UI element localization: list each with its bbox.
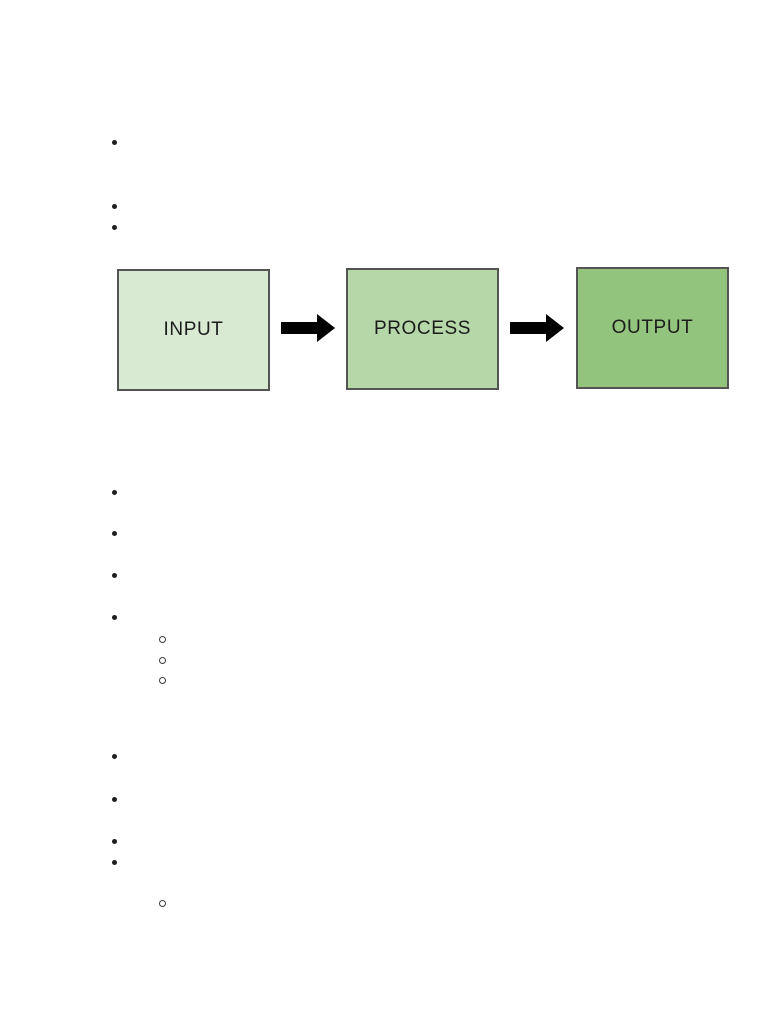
right-arrow-icon bbox=[281, 314, 335, 342]
bullet-marker bbox=[112, 797, 117, 802]
sub-bullet-marker bbox=[159, 657, 166, 664]
sub-bullet-marker bbox=[159, 636, 166, 643]
sub-bullet-marker bbox=[159, 900, 166, 907]
diagram-box-output-label: OUTPUT bbox=[611, 317, 694, 338]
bullet-marker bbox=[112, 573, 117, 578]
diagram-box-process: PROCESS bbox=[346, 268, 499, 390]
diagram-box-input-label: INPUT bbox=[163, 319, 224, 340]
diagram-box-process-label: PROCESS bbox=[373, 318, 472, 339]
right-arrow-shape bbox=[510, 314, 564, 342]
bullet-marker bbox=[112, 140, 117, 145]
bullet-marker bbox=[112, 754, 117, 759]
diagram-box-input: INPUT bbox=[117, 269, 270, 391]
bullet-marker bbox=[112, 490, 117, 495]
bullet-marker bbox=[112, 860, 117, 865]
bullet-marker bbox=[112, 225, 117, 230]
bullet-marker bbox=[112, 839, 117, 844]
diagram-box-output: OUTPUT bbox=[576, 267, 729, 389]
bullet-marker bbox=[112, 204, 117, 209]
right-arrow-icon bbox=[510, 314, 564, 342]
right-arrow-shape bbox=[281, 314, 335, 342]
bullet-marker bbox=[112, 615, 117, 620]
bullet-marker bbox=[112, 531, 117, 536]
sub-bullet-marker bbox=[159, 677, 166, 684]
